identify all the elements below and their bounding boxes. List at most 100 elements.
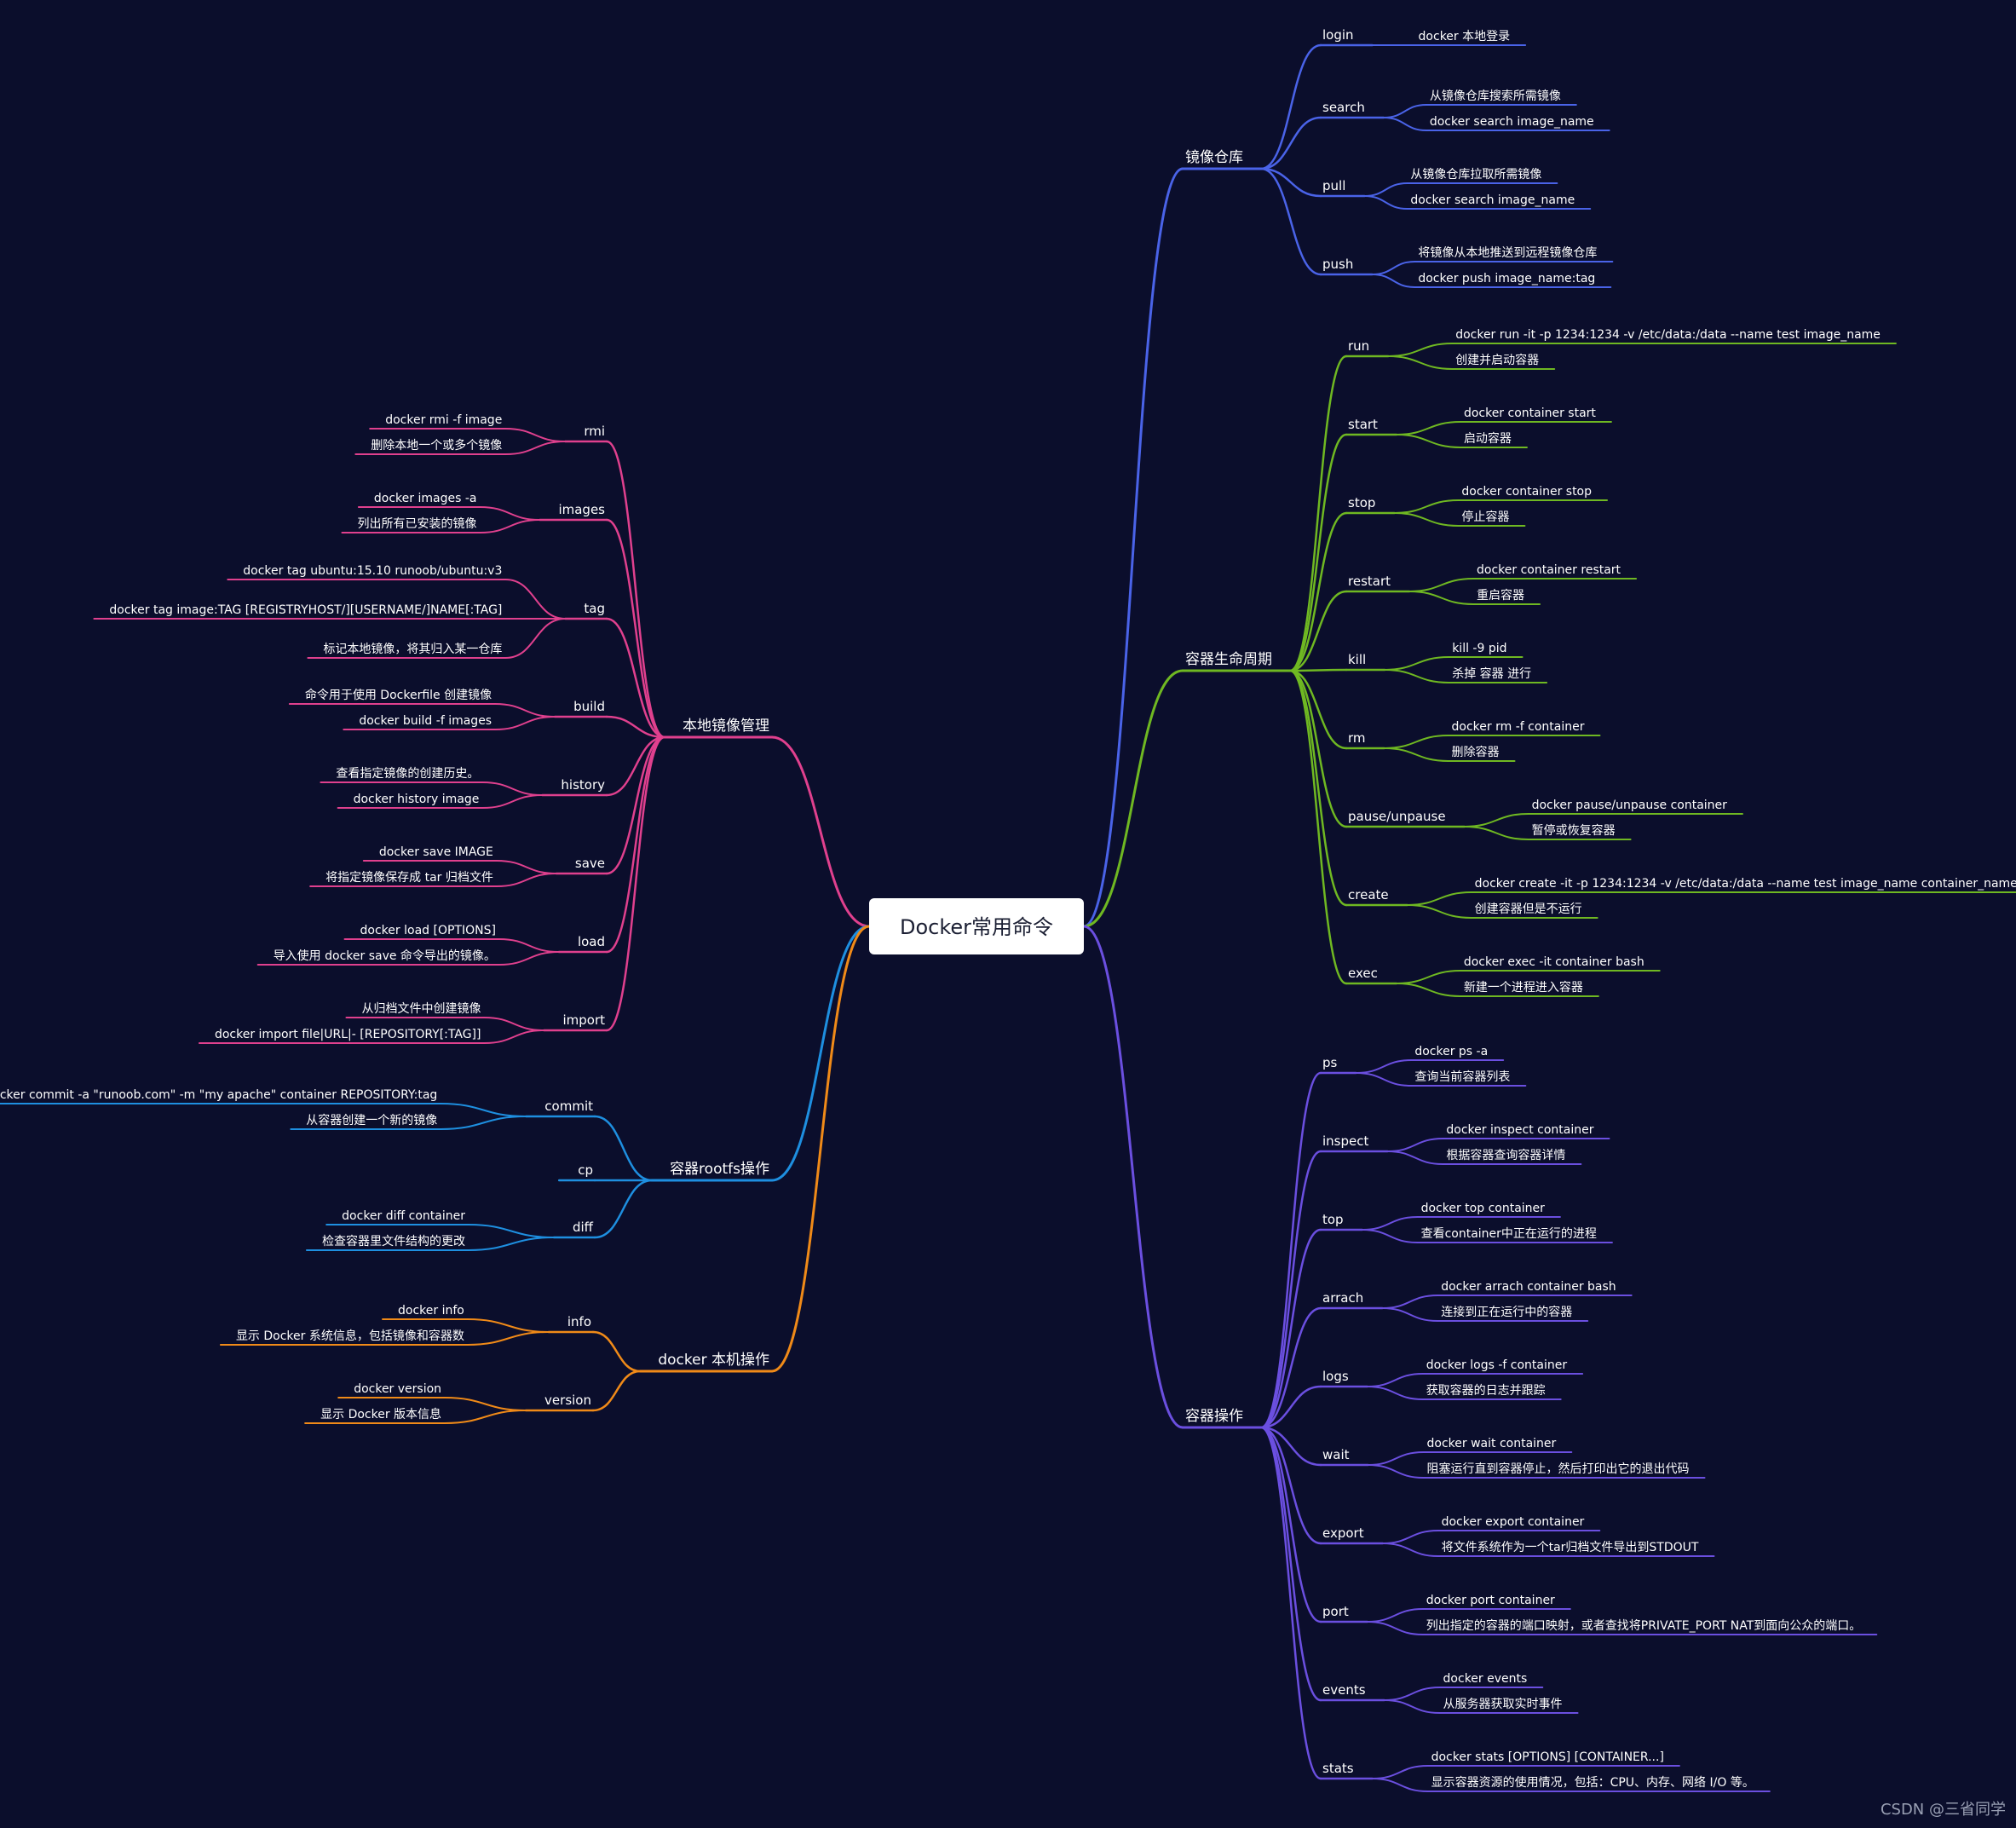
leaf-label: docker info	[398, 1304, 464, 1318]
sub-topic-label[interactable]: top	[1322, 1212, 1344, 1227]
edge-branch-sub	[1259, 116, 1322, 170]
sub-topic-label[interactable]: start	[1348, 417, 1378, 432]
leaf-label: kill -9 pid	[1452, 642, 1506, 655]
edge-sub-leaf	[444, 1410, 527, 1424]
sub-topic-label[interactable]: create	[1348, 887, 1389, 902]
edge-branch-sub	[1259, 167, 1322, 276]
branch-label[interactable]: 镜像仓库	[1185, 149, 1243, 166]
sub-topic-label[interactable]: kill	[1348, 652, 1366, 667]
edge-sub-leaf	[504, 441, 567, 455]
sub-topic-label[interactable]: login	[1322, 27, 1354, 43]
sub-topic-label[interactable]: wait	[1322, 1447, 1350, 1462]
branch-label[interactable]: 容器操作	[1185, 1408, 1243, 1425]
leaf-label: 显示容器资源的使用情况，包括：CPU、内存、网络 I/O 等。	[1431, 1775, 1754, 1790]
edge-sub-leaf	[1383, 1699, 1441, 1714]
sub-topic-label[interactable]: run	[1348, 338, 1369, 354]
leaf-label: 从服务器获取实时事件	[1443, 1698, 1563, 1711]
edge-root-branch-4	[770, 925, 871, 1182]
edge-sub-leaf	[1371, 274, 1416, 288]
leaf-label: docker commit -a "runoob.com" -m "my apa…	[0, 1088, 437, 1102]
leaf-label: 命令用于使用 Dockerfile 创建镜像	[305, 688, 492, 702]
edge-sub-leaf	[466, 1318, 550, 1333]
edge-branch-sub	[593, 1179, 654, 1239]
leaf-label: 删除容器	[1452, 745, 1500, 759]
sub-topic-label[interactable]: pause/unpause	[1348, 809, 1446, 824]
edge-sub-leaf	[1367, 1451, 1425, 1466]
sub-topic-label[interactable]: push	[1322, 257, 1353, 272]
sub-topic-label[interactable]: arrach	[1322, 1290, 1363, 1306]
sub-topic-label[interactable]: cp	[578, 1162, 593, 1178]
branch-label[interactable]: docker 本机操作	[658, 1352, 769, 1369]
sub-topic-label[interactable]: export	[1322, 1525, 1364, 1541]
branch-label[interactable]: 容器rootfs操作	[670, 1161, 769, 1178]
edge-branch-sub	[1288, 433, 1348, 672]
sub-topic-label[interactable]: history	[561, 777, 605, 793]
edge-branch-sub	[605, 518, 666, 739]
sub-topic-label[interactable]: commit	[544, 1099, 593, 1114]
leaf-label: docker export container	[1442, 1515, 1585, 1529]
edge-sub-leaf	[467, 1237, 555, 1251]
edge-sub-leaf	[483, 1029, 545, 1044]
leaf-label: docker tag image:TAG [REGISTRYHOST/][USE…	[109, 603, 502, 617]
edge-sub-leaf	[1371, 1765, 1429, 1779]
sub-topic-label[interactable]: tag	[584, 601, 605, 616]
branch-label[interactable]: 本地镜像管理	[683, 718, 769, 735]
edge-sub-leaf	[1393, 512, 1460, 527]
edge-sub-leaf	[1386, 1150, 1444, 1165]
sub-topic-label[interactable]: pull	[1322, 178, 1345, 193]
edges-layer	[0, 43, 2016, 1792]
sub-topic-label[interactable]: exec	[1348, 966, 1378, 981]
edge-sub-leaf	[483, 1017, 545, 1031]
leaf-label: docker version	[354, 1382, 441, 1396]
edge-branch-sub	[1259, 43, 1322, 170]
edge-branch-sub	[605, 715, 666, 739]
leaf-label: docker tag ubuntu:15.10 runoob/ubuntu:v3	[243, 564, 502, 578]
sub-topic-label[interactable]: version	[544, 1393, 591, 1408]
sub-topic-label[interactable]: save	[575, 856, 605, 871]
sub-topic-label[interactable]: ps	[1322, 1055, 1338, 1070]
sub-topic-label[interactable]: build	[573, 699, 605, 714]
sub-topic-label[interactable]: port	[1322, 1604, 1349, 1619]
branch-label[interactable]: 容器生命周期	[1185, 651, 1272, 668]
sub-topic-label[interactable]: search	[1322, 100, 1365, 115]
edge-sub-leaf	[1381, 1543, 1439, 1557]
edge-sub-leaf	[498, 938, 560, 953]
edge-sub-leaf	[494, 703, 556, 718]
root-node[interactable]: Docker常用命令	[869, 898, 1084, 954]
leaf-label: 将文件系统作为一个tar归档文件导出到STDOUT	[1442, 1540, 1699, 1554]
sub-topic-label[interactable]: events	[1322, 1682, 1366, 1698]
edge-sub-leaf	[1406, 891, 1472, 906]
sub-topic-label[interactable]: diff	[573, 1220, 594, 1235]
edge-sub-leaf	[1355, 1059, 1413, 1074]
edge-sub-leaf	[1395, 970, 1461, 984]
leaf-label: docker import file|URL|- [REPOSITORY[:TA…	[215, 1028, 481, 1041]
leaf-label: docker load [OPTIONS]	[360, 924, 496, 937]
edge-sub-leaf	[1366, 1608, 1424, 1623]
sub-topic-label[interactable]: info	[567, 1314, 591, 1329]
sub-topic-label[interactable]: logs	[1322, 1369, 1349, 1384]
edge-sub-leaf	[1395, 434, 1461, 448]
sub-topic-label[interactable]: rmi	[584, 424, 605, 439]
edge-sub-leaf	[1381, 1307, 1439, 1322]
edge-sub-leaf	[1366, 1621, 1424, 1635]
leaf-label: 导入使用 docker save 命令导出的镜像。	[274, 949, 496, 963]
sub-topic-label[interactable]: stats	[1322, 1761, 1354, 1776]
sub-topic-label[interactable]: restart	[1348, 574, 1391, 589]
sub-topic-label[interactable]: images	[558, 502, 605, 517]
edge-sub-leaf	[495, 873, 557, 887]
edge-sub-leaf	[1395, 983, 1461, 997]
sub-topic-label[interactable]: load	[578, 934, 605, 949]
edge-sub-leaf	[1384, 669, 1450, 683]
sub-topic-label[interactable]: rm	[1348, 730, 1366, 746]
edge-sub-leaf	[1367, 1464, 1425, 1479]
edge-sub-leaf	[479, 506, 541, 521]
sub-topic-label[interactable]: import	[562, 1012, 605, 1028]
leaf-label: docker rmi -f image	[385, 413, 502, 427]
leaf-label: 从容器创建一个新的镜像	[306, 1113, 437, 1127]
sub-topic-label[interactable]: stop	[1348, 495, 1375, 510]
edge-sub-leaf	[1366, 1373, 1424, 1387]
leaf-label: docker container stop	[1461, 485, 1592, 499]
leaf-label: docker diff container	[342, 1209, 465, 1223]
edge-sub-leaf	[1363, 182, 1408, 197]
sub-topic-label[interactable]: inspect	[1322, 1133, 1368, 1149]
